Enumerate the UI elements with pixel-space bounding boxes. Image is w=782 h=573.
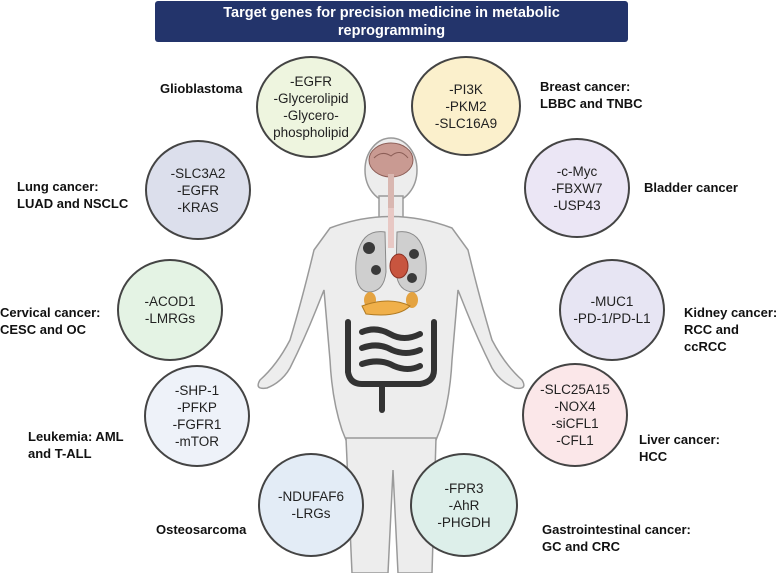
- circle-glioblastoma: -EGFR -Glycerolipid -Glycero- phospholip…: [256, 56, 366, 158]
- label-cervical-cancer: Cervical cancer: CESC and OC: [0, 305, 101, 337]
- intestines-icon: [345, 319, 437, 413]
- genes-osteosarcoma: -NDUFAF6 -LRGs: [277, 489, 344, 521]
- genes-glioblastoma: -EGFR -Glycerolipid -Glycero- phospholip…: [273, 74, 349, 140]
- genes-lung-cancer: -SLC3A2 -EGFR -KRAS: [170, 165, 226, 215]
- label-breast-cancer: Breast cancer: LBBC and TNBC: [540, 79, 643, 111]
- circle-cervical-cancer: -ACOD1 -LMRGs: [117, 259, 223, 361]
- circle-kidney-cancer: -MUC1 -PD-1/PD-L1: [559, 259, 665, 361]
- label-gastrointestinal-cancer: Gastrointestinal cancer: GC and CRC: [542, 522, 691, 554]
- label-kidney-cancer: Kidney cancer: RCC and ccRCC: [684, 305, 778, 354]
- title-banner: Target genes for precision medicine in m…: [155, 1, 628, 42]
- title-text: Target genes for precision medicine in m…: [223, 4, 560, 39]
- label-bladder-cancer: Bladder cancer: [644, 180, 738, 195]
- circle-leukemia: -SHP-1 -PFKP -FGFR1 -mTOR: [144, 365, 250, 467]
- circle-gastrointestinal-cancer: -FPR3 -AhR -PHGDH: [410, 453, 518, 557]
- genes-cervical-cancer: -ACOD1 -LMRGs: [144, 294, 196, 326]
- label-glioblastoma: Glioblastoma: [160, 81, 243, 96]
- spinal-cord-icon: [388, 208, 394, 248]
- label-liver-cancer: Liver cancer: HCC: [639, 432, 720, 464]
- genes-kidney-cancer: -MUC1 -PD-1/PD-L1: [573, 294, 651, 326]
- label-lung-cancer: Lung cancer: LUAD and NSCLC: [17, 179, 129, 211]
- genes-bladder-cancer: -c-Myc -FBXW7 -USP43: [551, 163, 603, 213]
- circle-liver-cancer: -SLC25A15 -NOX4 -siCFL1 -CFL1: [522, 363, 628, 467]
- genes-gastrointestinal-cancer: -FPR3 -AhR -PHGDH: [437, 480, 491, 530]
- circle-bladder-cancer: -c-Myc -FBXW7 -USP43: [524, 138, 630, 238]
- circle-breast-cancer: -PI3K -PKM2 -SLC16A9: [411, 56, 521, 156]
- genes-liver-cancer: -SLC25A15 -NOX4 -siCFL1 -CFL1: [540, 382, 610, 448]
- circle-osteosarcoma: -NDUFAF6 -LRGs: [258, 453, 364, 557]
- label-osteosarcoma: Osteosarcoma: [156, 522, 247, 537]
- liver-icon: [361, 300, 411, 316]
- genes-leukemia: -SHP-1 -PFKP -FGFR1 -mTOR: [172, 383, 222, 449]
- brain-icon: [368, 142, 414, 210]
- heart-icon: [389, 253, 409, 279]
- label-leukemia: Leukemia: AML and T-ALL: [28, 429, 124, 461]
- genes-breast-cancer: -PI3K -PKM2 -SLC16A9: [434, 81, 498, 131]
- circle-lung-cancer: -SLC3A2 -EGFR -KRAS: [145, 140, 251, 240]
